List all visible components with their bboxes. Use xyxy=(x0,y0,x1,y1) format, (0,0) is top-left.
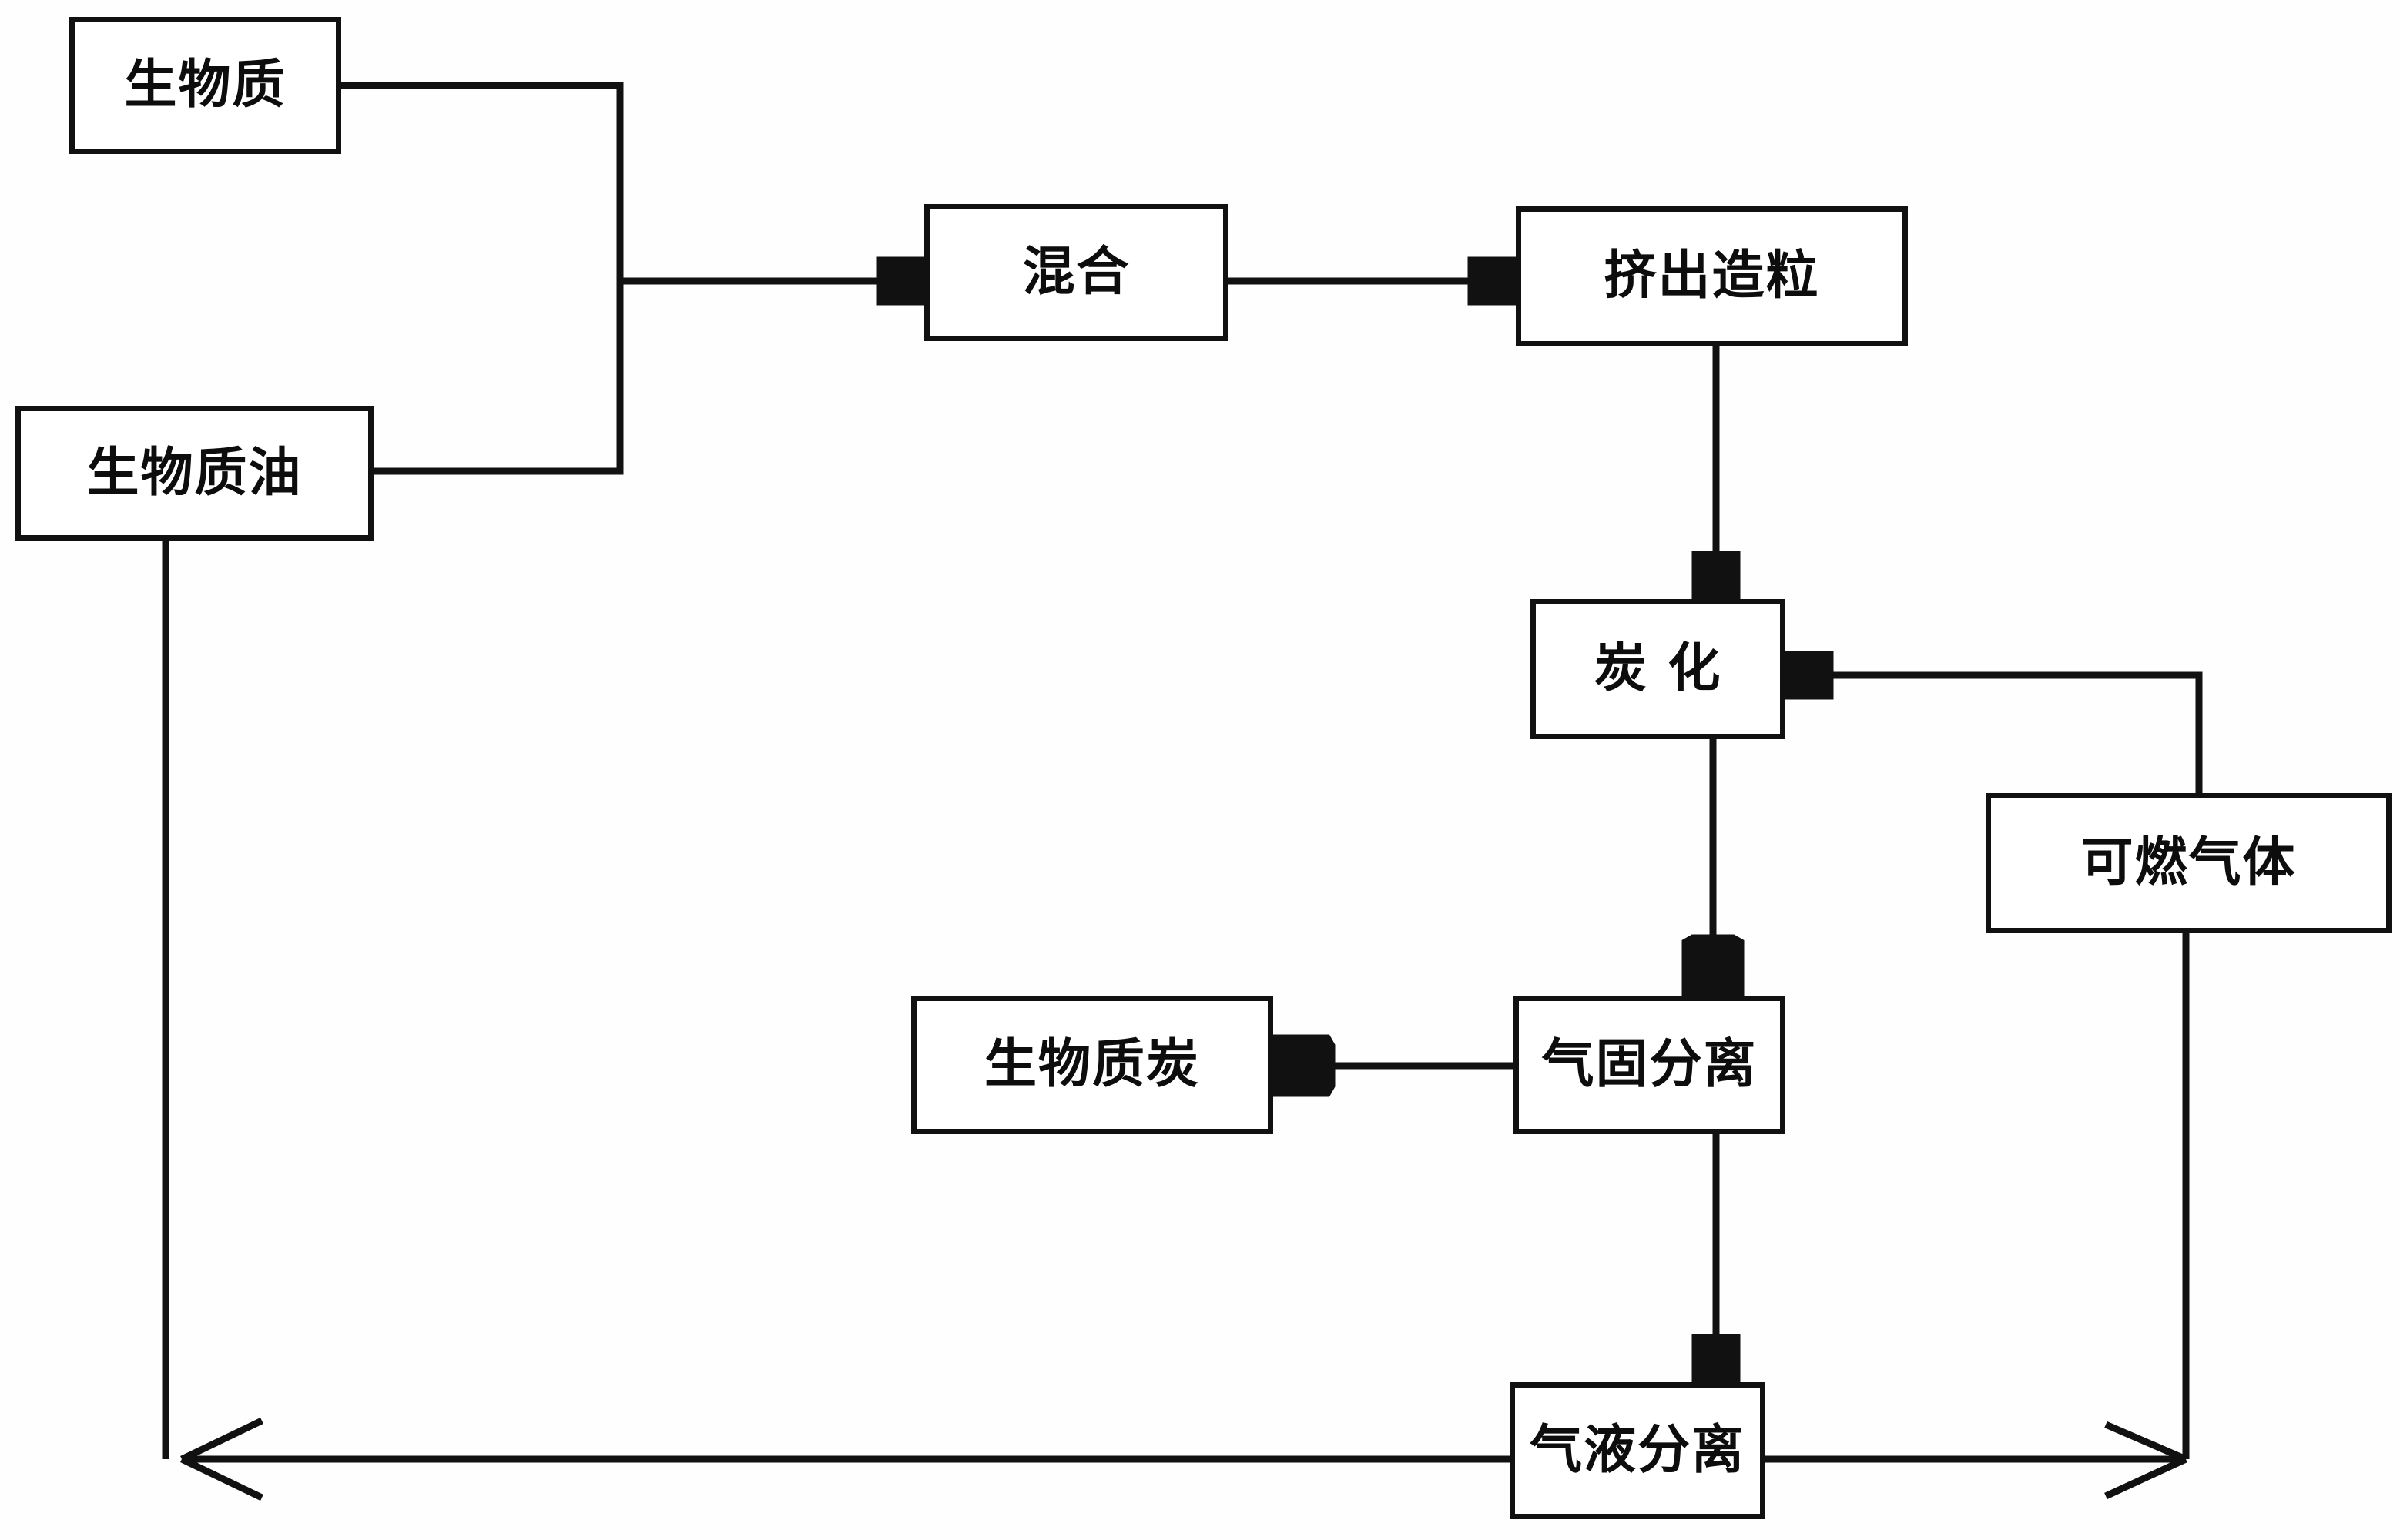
node-gas-solid-separation-label: 气固分离 xyxy=(1541,1034,1758,1095)
node-gas-solid-separation[interactable]: 气固分离 xyxy=(1513,996,1785,1134)
node-biochar[interactable]: 生物质炭 xyxy=(911,996,1273,1134)
node-gas-liquid-separation-label: 气液分离 xyxy=(1529,1420,1745,1481)
node-bio-oil-label: 生物质油 xyxy=(86,442,303,504)
edge-flammablegas-to-carbonization xyxy=(1795,675,2203,793)
node-mixing[interactable]: 混合 xyxy=(924,204,1228,341)
node-mixing-label: 混合 xyxy=(1022,242,1131,303)
edge-biomass-to-mixing xyxy=(341,82,624,281)
node-flammable-gas-label: 可燃气体 xyxy=(2080,832,2297,893)
edge-gasliquid-to-flammablegas-head xyxy=(2104,1421,2187,1500)
node-bio-oil[interactable]: 生物质油 xyxy=(15,406,374,541)
node-carbonization[interactable]: 炭 化 xyxy=(1530,599,1785,739)
node-carbonization-label: 炭 化 xyxy=(1594,638,1722,699)
edge-gasliquid-to-biooil-head xyxy=(180,1417,263,1502)
node-flammable-gas[interactable]: 可燃气体 xyxy=(1986,793,2392,933)
node-biomass-label: 生物质 xyxy=(124,55,287,116)
node-biomass[interactable]: 生物质 xyxy=(69,17,341,154)
node-gas-liquid-separation[interactable]: 气液分离 xyxy=(1510,1382,1765,1519)
node-biochar-label: 生物质炭 xyxy=(984,1034,1200,1095)
node-extrusion-granulation[interactable]: 挤出造粒 xyxy=(1516,206,1908,346)
edge-biooil-to-mixing xyxy=(374,281,624,475)
node-extrusion-granulation-label: 挤出造粒 xyxy=(1604,246,1820,306)
